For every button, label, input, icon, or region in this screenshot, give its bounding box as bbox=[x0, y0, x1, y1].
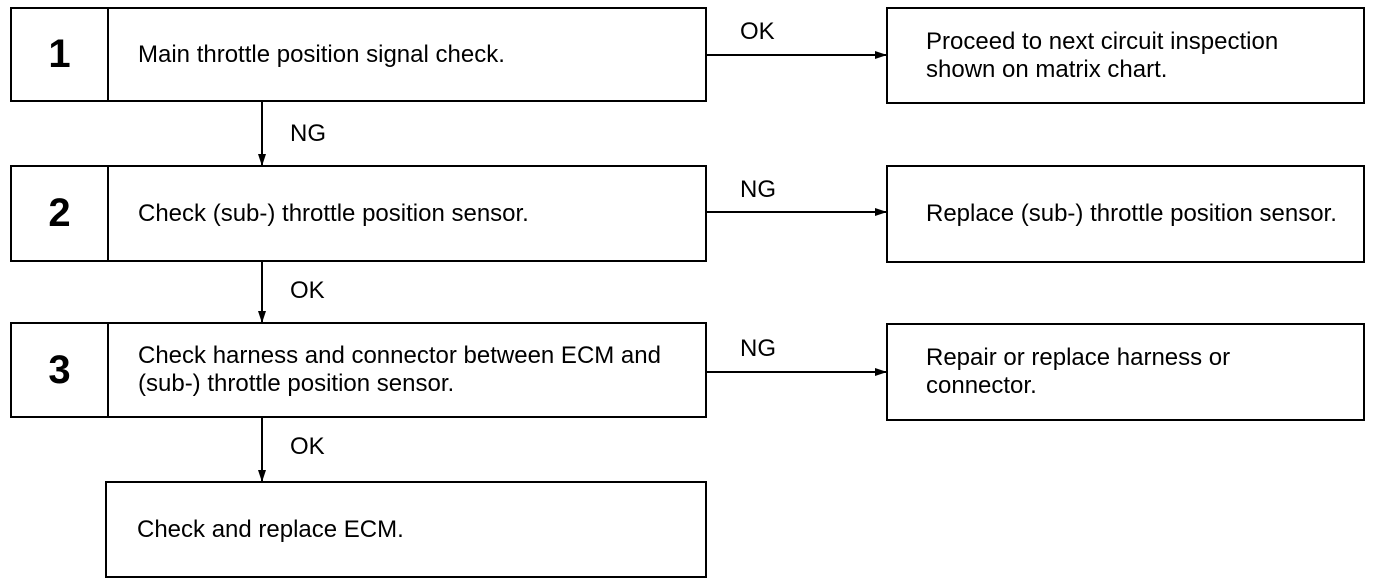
result-2-text: Replace (sub-) throttle position sensor. bbox=[926, 200, 1337, 227]
step-1-box: 1 Main throttle position signal check. bbox=[10, 7, 707, 102]
step-1-text: Main throttle position signal check. bbox=[138, 40, 505, 68]
step-3-number: 3 bbox=[12, 324, 109, 416]
step-3-text: Check harness and connector between ECM … bbox=[138, 342, 661, 397]
step-2-number: 2 bbox=[12, 167, 109, 260]
label-step2-ng: NG bbox=[740, 176, 776, 203]
label-step2-ok: OK bbox=[290, 277, 325, 304]
result-2-box: Replace (sub-) throttle position sensor. bbox=[886, 165, 1365, 263]
label-step3-ng: NG bbox=[740, 335, 776, 362]
label-step1-ng: NG bbox=[290, 120, 326, 147]
final-box: Check and replace ECM. bbox=[105, 481, 707, 578]
label-step1-ok: OK bbox=[740, 18, 775, 45]
label-step3-ok: OK bbox=[290, 433, 325, 460]
result-3-box: Repair or replace harness or connector. bbox=[886, 323, 1365, 421]
step-3-box: 3 Check harness and connector between EC… bbox=[10, 322, 707, 418]
result-3-text: Repair or replace harness or connector. bbox=[926, 344, 1231, 399]
step-2-box: 2 Check (sub-) throttle position sensor. bbox=[10, 165, 707, 262]
step-2-text: Check (sub-) throttle position sensor. bbox=[138, 199, 529, 227]
step-1-number: 1 bbox=[12, 9, 109, 100]
result-1-text: Proceed to next circuit inspection shown… bbox=[926, 27, 1279, 83]
final-text: Check and replace ECM. bbox=[137, 515, 404, 543]
result-1-box: Proceed to next circuit inspection shown… bbox=[886, 7, 1365, 104]
